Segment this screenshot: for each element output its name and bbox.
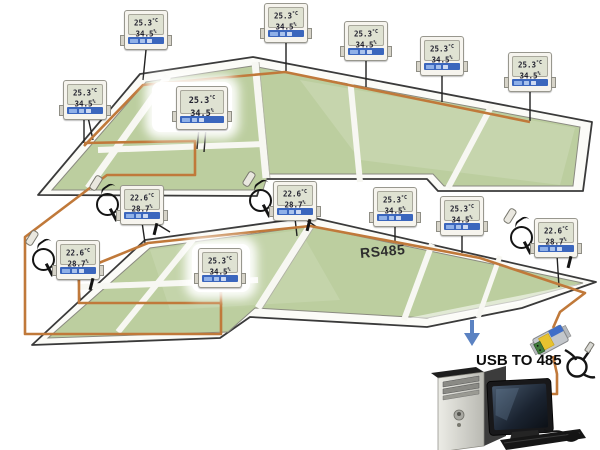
button-bar [67,107,103,114]
lcd-display: 25.3°C 34.5% [268,7,304,31]
lcd-display: 25.3°C 34.5% [180,90,224,119]
lcd-display: 25.3°C 34.5% [377,191,413,215]
sensor-device-upper-2: 25.3°C 34.5% [59,80,111,120]
sensor-device-lower-5: 25.3°C 34.5% [369,187,421,227]
button-bar [180,116,224,123]
probe-cable-coil [96,193,119,216]
down-arrow-icon [464,320,480,346]
sensor-device-upper-5: 25.3°C 34.5% [340,21,392,61]
button-bar [348,48,384,55]
rs485-bus-wire [23,70,587,396]
sensor-device-upper-4: 25.3°C 34.5% [260,3,312,43]
desktop-computer [431,366,586,450]
probe-cable-coil [510,226,533,249]
pc-monitor [486,378,554,436]
sensor-device-lower-7: 22.6°C 28.7% [502,207,582,269]
sensor-device-lower-2: 22.6°C 28.7% [88,174,168,236]
button-bar [202,275,238,282]
lcd-display: 22.6°C 28.7% [277,185,313,209]
button-bar [512,79,548,86]
lcd-display: 22.6°C 28.7% [60,244,96,268]
probe-cable-coil [249,189,272,212]
button-bar [424,63,460,70]
lcd-display: 25.3°C 34.5% [348,25,384,49]
button-bar [444,223,480,230]
sensor-device-lower-4: 22.6°C 28.7% [241,170,321,232]
pc-mouse [565,432,581,442]
lcd-display: 22.6°C 28.7% [538,222,574,246]
button-bar [538,245,574,252]
usb-converter-label: USB TO 485 [476,352,562,369]
button-bar [268,30,304,37]
lcd-display: 25.3°C 34.5% [67,84,103,108]
usb-converter [529,324,572,356]
lcd-display: 25.3°C 34.5% [424,40,460,64]
sensor-device-upper-1: 25.3°C 34.5% [120,10,172,50]
sensor-device-upper-6: 25.3°C 34.5% [416,36,468,76]
button-bar [124,212,160,219]
button-bar [60,267,96,274]
sensor-device-upper-3: 25.3°C 34.5% [172,86,232,130]
usb-cable [564,341,596,379]
button-bar [277,208,313,215]
button-bar [377,214,413,221]
lcd-display: 25.3°C 34.5% [202,252,238,276]
button-bar [128,37,164,44]
sensor-device-lower-6: 25.3°C 34.5% [436,196,488,236]
sensor-device-upper-7: 25.3°C 34.5% [504,52,556,92]
sensor-device-lower-1: 22.6°C 28.7% [24,229,104,291]
lcd-display: 25.3°C 34.5% [512,56,548,80]
lcd-display: 25.3°C 34.5% [128,14,164,38]
pc-keyboard [500,429,586,450]
lcd-display: 22.6°C 28.7% [124,189,160,213]
probe-cable-coil [32,248,55,271]
lcd-display: 25.3°C 34.5% [444,200,480,224]
sensor-device-lower-3: 25.3°C 34.5% [194,248,246,288]
floor-plan-lower [31,216,597,346]
usb-plug-icon [584,341,595,353]
